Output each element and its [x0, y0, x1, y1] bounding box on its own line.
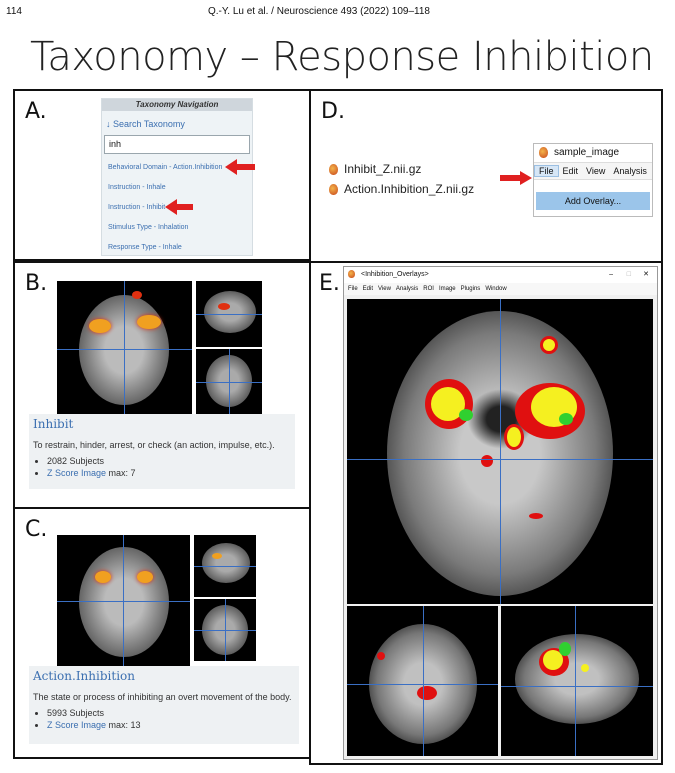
- overlay-window-menubar: File Edit View Analysis ROI Image Plugins Windo…: [344, 283, 657, 295]
- menu-analysis[interactable]: Analysis: [613, 166, 647, 176]
- close-button[interactable]: ✕: [643, 271, 649, 278]
- menu-image[interactable]: Image: [438, 286, 456, 292]
- red-arrow-icon: [165, 199, 193, 215]
- inhibit-z-score-link[interactable]: Z Score Image: [47, 468, 107, 478]
- imagej-icon: [539, 146, 548, 158]
- overlay-window-title: <Inhibition_Overlays>: [361, 271, 429, 278]
- taxonomy-nav-title: Taxonomy Navigation: [102, 99, 252, 111]
- file-inhibit[interactable]: Inhibit_Z.nii.gz: [329, 162, 421, 176]
- taxonomy-item-inhibit[interactable]: Instruction - Inhibit: [108, 204, 166, 211]
- maximize-button[interactable]: □: [626, 271, 631, 278]
- panel-label-e: E.: [319, 271, 340, 296]
- action-inhibition-subjects: 5993 Subjects: [47, 708, 299, 718]
- add-overlay-menu-item[interactable]: Add Overlay...: [536, 192, 650, 210]
- brain-axial-action-inhibition: [57, 535, 190, 668]
- journal-citation: Q.-Y. Lu et al. / Neuroscience 493 (2022…: [208, 6, 430, 17]
- page-number: 114: [6, 6, 22, 17]
- menu-window[interactable]: Window: [485, 286, 507, 292]
- brain-sagittal-inhibit: [196, 281, 262, 347]
- search-taxonomy-link[interactable]: ↓ Search Taxonomy: [106, 119, 185, 129]
- panel-b: B. Inhibit To restrain, hinder, arrest, …: [13, 261, 311, 509]
- inhibit-title: Inhibit: [33, 417, 74, 431]
- brain-sagittal-action-inhibition: [194, 535, 256, 597]
- action-inhibition-info-card: Action.Inhibition The state or process o…: [29, 666, 299, 744]
- imagej-icon: [348, 270, 355, 279]
- overlay-window-titlebar: <Inhibition_Overlays> – □ ✕: [344, 267, 657, 283]
- brain-axial-overlay: [347, 299, 653, 604]
- menu-view[interactable]: View: [586, 166, 606, 176]
- file-icon: [329, 164, 338, 176]
- menu-view[interactable]: View: [378, 286, 391, 292]
- brain-coronal-inhibit: [196, 349, 262, 415]
- brain-sagittal-overlay: [501, 606, 653, 756]
- slide-title: Taxonomy – Response Inhibition: [30, 34, 654, 80]
- panel-c: C. Action.Inhibition The state or proces…: [13, 507, 311, 759]
- inhibit-z-max: max: 7: [108, 468, 136, 478]
- menu-edit[interactable]: Edit: [562, 166, 579, 176]
- taxonomy-item-response-inhale[interactable]: Response Type - Inhale: [108, 244, 182, 251]
- panel-label-b: B.: [25, 271, 48, 296]
- menu-file[interactable]: File: [348, 286, 358, 292]
- panel-label-c: C.: [25, 517, 48, 542]
- menu-edit[interactable]: Edit: [362, 286, 374, 292]
- taxonomy-navigation: Taxonomy Navigation ↓ Search Taxonomy in…: [101, 98, 253, 256]
- imagej-small-title: sample_image: [534, 144, 652, 162]
- taxonomy-item-action-inhibition[interactable]: Behavioral Domain - Action.Inhibition: [108, 164, 223, 171]
- menu-file[interactable]: File: [534, 165, 559, 177]
- menu-roi[interactable]: ROI: [423, 286, 434, 292]
- menu-analysis[interactable]: Analysis: [395, 286, 419, 292]
- action-inhibition-title: Action.Inhibition: [33, 669, 135, 683]
- file-action-inhibition[interactable]: Action.Inhibition_Z.nii.gz: [329, 182, 474, 196]
- brain-axial-inhibit: [57, 281, 192, 416]
- brain-coronal-action-inhibition: [194, 599, 256, 661]
- inhibit-subjects: 2082 Subjects: [47, 456, 295, 466]
- minimize-button[interactable]: –: [609, 271, 613, 278]
- page-header: 114 Q.-Y. Lu et al. / Neuroscience 493 (…: [0, 6, 675, 20]
- inhibit-definition: To restrain, hinder, arrest, or check (a…: [33, 440, 275, 450]
- action-inhibition-z-max: max: 13: [108, 720, 141, 730]
- action-inhibition-z-score-link[interactable]: Z Score Image: [47, 720, 107, 730]
- taxonomy-item-inhale[interactable]: Instruction - Inhale: [108, 184, 166, 191]
- red-arrow-icon: [500, 171, 532, 185]
- action-inhibition-definition: The state or process of inhibiting an ov…: [33, 692, 292, 702]
- brain-coronal-overlay: [347, 606, 498, 756]
- inhibit-info-card: Inhibit To restrain, hinder, arrest, or …: [29, 414, 295, 489]
- panel-label-d: D.: [321, 99, 345, 124]
- red-arrow-icon: [225, 159, 255, 175]
- overlay-window: <Inhibition_Overlays> – □ ✕ File Edit View…: [343, 266, 658, 760]
- panel-label-a: A.: [25, 99, 47, 124]
- menu-plugins[interactable]: Plugins: [460, 286, 481, 292]
- panel-a: A. Taxonomy Navigation ↓ Search Taxonomy…: [13, 89, 311, 261]
- taxonomy-item-inhalation[interactable]: Stimulus Type - Inhalation: [108, 224, 189, 231]
- file-icon: [329, 184, 338, 196]
- taxonomy-search-input[interactable]: inh: [104, 135, 250, 154]
